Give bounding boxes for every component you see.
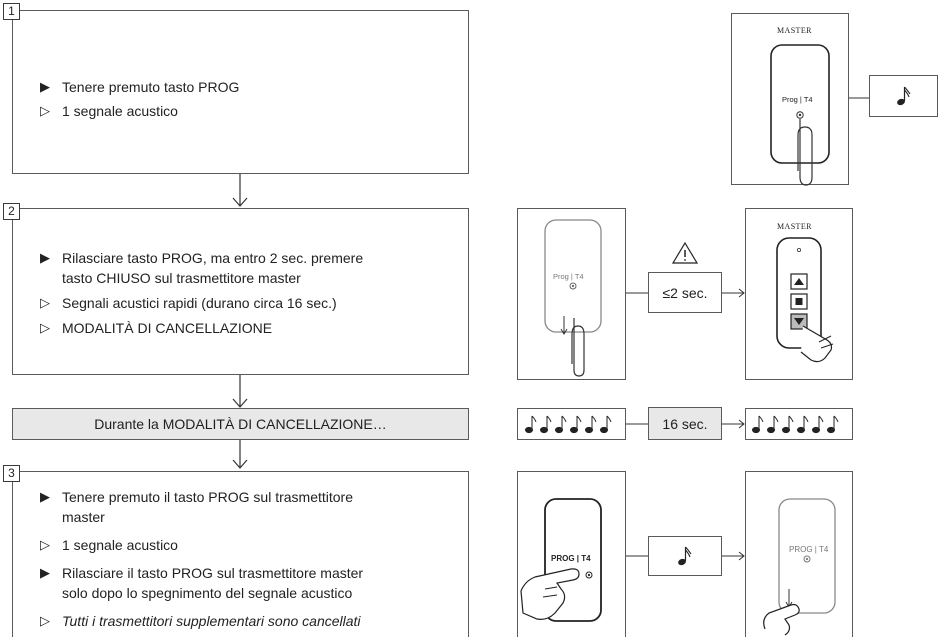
remote-device-illustration — [763, 498, 836, 636]
bullet-outline-icon: ▷ — [40, 613, 50, 628]
step-2-line-1: ▶ Rilasciare tasto PROG, ma entro 2 sec.… — [40, 250, 364, 266]
bullet-outline-icon: ▷ — [40, 320, 50, 335]
music-note-icon — [896, 86, 910, 106]
connector-line-3 — [626, 423, 648, 425]
step-2-number: 2 — [3, 203, 20, 220]
step-3-line-1: ▶ Tenere premuto il tasto PROG sul trasm… — [40, 489, 353, 505]
hand-icon — [763, 603, 800, 636]
timing-16sec-text: 16 sec. — [662, 415, 708, 432]
hand-icon — [800, 325, 834, 363]
hand-icon — [520, 568, 580, 620]
music-notes-row-icon — [524, 415, 611, 434]
connector-line-1 — [849, 97, 869, 99]
master-label: MASTER — [777, 222, 812, 231]
timing-box-16sec: 16 sec. — [648, 407, 722, 440]
step-1-line-1: ▶ Tenere premuto tasto PROG — [40, 79, 240, 95]
arrow-right-connector — [722, 551, 745, 561]
down-arrow-connector-2 — [232, 375, 248, 408]
bullet-outline-icon: ▷ — [40, 103, 50, 118]
prog-t4-label: Prog | T4 — [553, 272, 584, 281]
bullet-filled-icon: ▶ — [40, 79, 50, 94]
rapid-beeps-box-left — [517, 408, 626, 440]
bullet-outline-icon: ▷ — [40, 295, 50, 310]
prog-t4-label: Prog | T4 — [782, 95, 813, 104]
down-arrow-connector-3 — [232, 440, 248, 469]
erase-mode-band-text: Durante la MODALITÀ DI CANCELLAZIONE… — [94, 416, 387, 432]
connector-line-2 — [626, 292, 648, 294]
music-notes-row-icon — [752, 415, 839, 434]
master-remote-illustration — [776, 237, 834, 363]
bullet-filled-icon: ▶ — [40, 489, 50, 504]
step-1-line-2: ▷ 1 segnale acustico — [40, 103, 178, 119]
step-2-box — [12, 208, 469, 375]
step-3-line-6: ▷ Tutti i trasmettitori supplementari so… — [40, 613, 361, 629]
paperclip-icon — [571, 318, 585, 377]
timing-box-2sec: ≤2 sec. — [648, 272, 722, 313]
beep-box-1 — [869, 75, 938, 117]
remote-device-illustration — [520, 498, 602, 622]
timing-2sec-text: ≤2 sec. — [662, 284, 708, 301]
step-3-box — [12, 471, 469, 637]
remote-device-illustration — [770, 44, 830, 186]
step-2-line-2: tasto CHIUSO sul trasmettitore master — [62, 270, 301, 286]
arrow-right-connector — [722, 419, 745, 429]
down-arrow-connector-1 — [232, 174, 248, 207]
prog-t4-label: PROG | T4 — [551, 554, 591, 563]
connector-line-4 — [626, 555, 648, 557]
beep-box-2 — [648, 536, 722, 576]
step-2-line-3: ▷ Segnali acustici rapidi (durano circa … — [40, 295, 337, 311]
step-3-number: 3 — [3, 465, 20, 482]
arrow-right-connector — [722, 288, 745, 298]
step-1-box — [12, 10, 469, 174]
step-3-line-2: master — [62, 509, 105, 525]
step-2-line-4: ▷ MODALITÀ DI CANCELLAZIONE — [40, 320, 273, 336]
prog-t4-label: PROG | T4 — [789, 545, 829, 554]
music-note-icon — [678, 546, 692, 566]
paperclip-icon — [797, 119, 813, 186]
step-3-line-4: ▶ Rilasciare il tasto PROG sul trasmetti… — [40, 565, 364, 581]
remote-device-illustration — [544, 219, 602, 377]
master-label: MASTER — [777, 26, 812, 35]
bullet-filled-icon: ▶ — [40, 250, 50, 265]
warning-triangle-icon — [671, 241, 699, 264]
step-3-line-3: ▷ 1 segnale acustico — [40, 537, 178, 553]
step-3-line-5: solo dopo lo spegnimento del segnale acu… — [62, 585, 353, 601]
bullet-outline-icon: ▷ — [40, 537, 50, 552]
erase-mode-band: Durante la MODALITÀ DI CANCELLAZIONE… — [12, 408, 469, 440]
step-1-number: 1 — [3, 3, 20, 20]
bullet-filled-icon: ▶ — [40, 565, 50, 580]
rapid-beeps-box-right — [745, 408, 853, 440]
